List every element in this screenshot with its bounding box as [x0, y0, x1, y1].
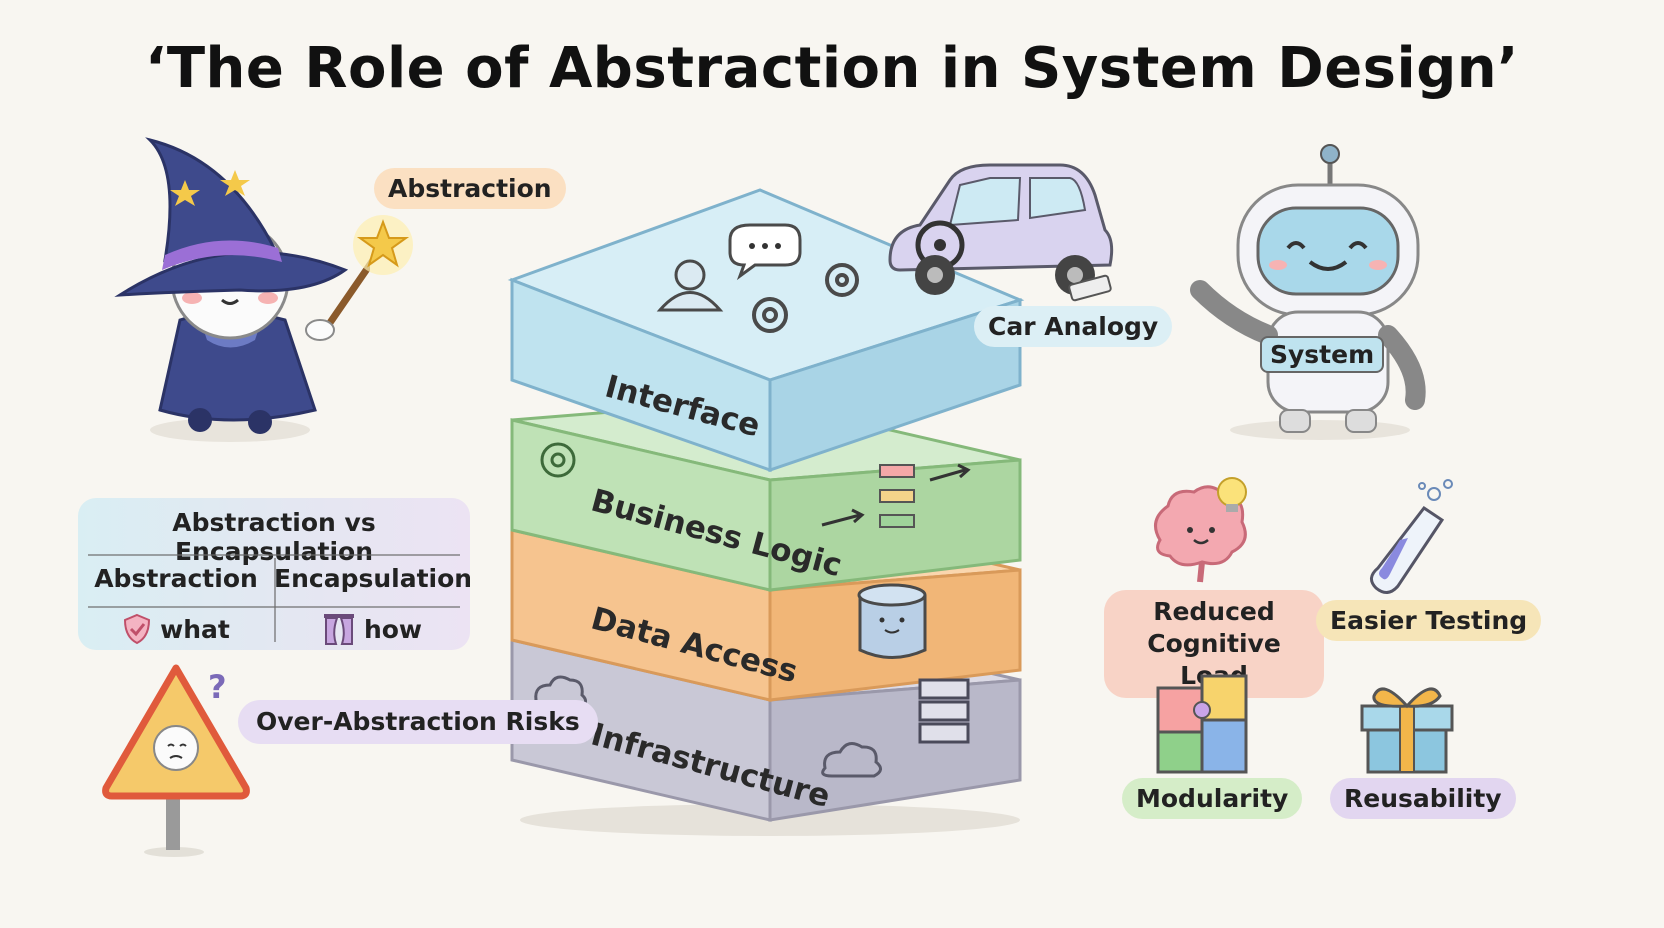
wizard-illustration	[114, 137, 370, 442]
abstraction-vs-encapsulation-table: Abstraction vs Encapsulation Abstraction…	[78, 498, 470, 650]
gear-cycle-icon	[540, 442, 576, 478]
table-title: Abstraction vs Encapsulation	[172, 508, 376, 566]
table-header-encapsulation: Encapsulation	[274, 564, 470, 593]
warning-sign-icon: ?	[102, 664, 250, 857]
shield-check-icon	[124, 613, 151, 645]
car-analogy-label: Car Analogy	[974, 306, 1173, 347]
encapsulation-value: how	[363, 614, 423, 644]
curtain-icon	[323, 614, 354, 645]
layer-interface	[507, 188, 1025, 473]
system-label: System	[1260, 336, 1385, 373]
over-abstraction-risks-label: Over-Abstraction Risks	[238, 700, 598, 744]
puzzle-icon	[1156, 674, 1248, 774]
flow-icon	[821, 463, 971, 528]
test-tube-icon	[1370, 479, 1453, 594]
page-title: ‘The Role of Abstraction in System Desig…	[145, 36, 1519, 101]
benefit-easier-testing: Easier Testing	[1316, 600, 1542, 641]
benefit-modularity: Modularity	[1122, 778, 1303, 819]
svg-text:?: ?	[208, 668, 227, 706]
brain-icon	[1154, 477, 1247, 583]
abstraction-label: Abstraction	[374, 168, 566, 209]
gear-icon	[752, 263, 859, 333]
car-icon	[888, 163, 1114, 302]
abstraction-value: what	[160, 614, 230, 644]
chat-bubble-icon	[728, 223, 802, 281]
gift-icon	[1360, 687, 1454, 774]
layer-stack	[507, 188, 1025, 836]
server-icon	[918, 678, 970, 744]
database-icon	[857, 583, 927, 659]
benefit-reusability: Reusability	[1330, 778, 1516, 819]
table-header-abstraction: Abstraction	[94, 564, 258, 593]
robot-illustration	[1190, 144, 1426, 440]
sparkle-star-icon	[353, 215, 413, 275]
user-icon	[656, 259, 724, 312]
